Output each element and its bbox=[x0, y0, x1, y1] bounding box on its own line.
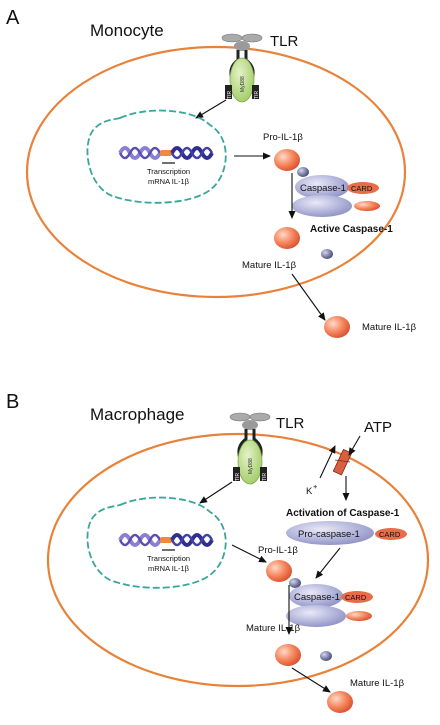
cleaved-prodomain-a bbox=[321, 249, 333, 259]
pro-il1b-label-b: Pro-IL-1β bbox=[258, 545, 298, 556]
dna-helix-b bbox=[118, 533, 214, 551]
panel-a: A Monocyte MyD88 TIR TIR TLR bbox=[6, 7, 417, 338]
myd88-label-b: MyD88 bbox=[248, 458, 254, 474]
mature-il1b-molecule-a bbox=[274, 227, 300, 249]
mrna-label-b: mRNA IL-1β bbox=[148, 564, 190, 573]
secreted-il1b-label-b: Mature IL-1β bbox=[350, 678, 405, 689]
secreted-il1b-label-a: Mature IL-1β bbox=[362, 322, 417, 333]
dna-helix-a bbox=[118, 146, 214, 164]
card-domain-a bbox=[347, 182, 379, 194]
caspase1-label-b: Caspase-1 bbox=[294, 592, 340, 603]
tir-label-b-right: TIR bbox=[262, 473, 268, 481]
pro-il1b-label-a: Pro-IL-1β bbox=[263, 132, 303, 143]
panel-b: B Macrophage MyD88 TIR TIR TLR ATP K + bbox=[6, 391, 430, 713]
macrophage-cell-membrane bbox=[46, 432, 430, 688]
mature-il1b-label-b: Mature IL-1β bbox=[246, 623, 301, 634]
pro-il1b-molecule-b bbox=[266, 560, 292, 582]
panel-b-cell-type: Macrophage bbox=[90, 405, 185, 424]
procaspase-card-domain bbox=[375, 528, 407, 540]
panel-b-letter: B bbox=[6, 391, 19, 413]
arrow-procaspase-to-caspase bbox=[315, 547, 341, 579]
tlr-receptor-b: MyD88 TIR TIR bbox=[229, 412, 271, 485]
caspase1-subunit-bottom-b bbox=[286, 605, 346, 627]
arrow-secretion-b bbox=[291, 667, 331, 693]
p2x7-channel bbox=[332, 448, 353, 476]
arrow-nucleus-to-proil1b-b bbox=[231, 544, 267, 563]
pro-il1b-molecule-a bbox=[274, 149, 300, 171]
card-domain-b bbox=[341, 591, 373, 603]
caspase1-subunit-top-a bbox=[295, 175, 349, 199]
monocyte-cell-membrane bbox=[25, 45, 407, 299]
arrow-tlr-to-nucleus-b bbox=[199, 481, 233, 504]
arrow-tlr-to-nucleus-a bbox=[195, 99, 227, 119]
tir-label-a-left: TIR bbox=[227, 91, 233, 99]
tir-label-a-right: TIR bbox=[254, 91, 260, 99]
myd88-label-a: MyD88 bbox=[240, 76, 246, 92]
nucleus-b bbox=[86, 496, 227, 589]
tlr-label-a: TLR bbox=[270, 33, 299, 50]
tlr-receptor-a: MyD88 TIR TIR bbox=[221, 33, 263, 103]
mature-il1b-label-a: Mature IL-1β bbox=[242, 260, 297, 271]
card-label-a: CARD bbox=[351, 184, 373, 193]
card-fragment-a bbox=[354, 201, 380, 211]
arrow-atp-to-channel bbox=[348, 435, 361, 456]
secreted-il1b-molecule-a bbox=[324, 316, 350, 338]
caspase1-subunit-bottom-a bbox=[292, 195, 352, 217]
active-caspase-label-a: Active Caspase-1 bbox=[310, 224, 393, 235]
caspase1-label-a: Caspase-1 bbox=[300, 183, 346, 194]
myd88-adaptor-b bbox=[237, 439, 263, 485]
procaspase-card-label: CARD bbox=[379, 530, 401, 539]
card-fragment-b bbox=[346, 611, 372, 621]
prodomain-b bbox=[289, 578, 301, 588]
mature-il1b-molecule-b bbox=[275, 644, 301, 666]
mrna-label-a: mRNA IL-1β bbox=[148, 177, 190, 186]
panel-a-cell-type: Monocyte bbox=[90, 21, 164, 40]
panel-a-letter: A bbox=[6, 7, 20, 29]
procaspase1-label: Pro-caspase-1 bbox=[298, 529, 360, 540]
arrow-secretion-a bbox=[291, 273, 326, 321]
arrow-potassium-efflux bbox=[319, 445, 336, 479]
caspase1-subunit-top-b bbox=[289, 584, 343, 608]
card-label-b: CARD bbox=[345, 593, 367, 602]
transcription-label-a: Transcription bbox=[147, 167, 190, 176]
potassium-charge: + bbox=[313, 482, 318, 491]
prodomain-a bbox=[297, 167, 309, 177]
activation-caspase-label: Activation of Caspase-1 bbox=[286, 508, 400, 519]
transcription-label-b: Transcription bbox=[147, 554, 190, 563]
secreted-il1b-molecule-b bbox=[327, 691, 353, 713]
tlr-label-b: TLR bbox=[276, 415, 305, 432]
tir-label-b-left: TIR bbox=[235, 473, 241, 481]
procaspase1-molecule bbox=[286, 521, 374, 545]
cleaved-prodomain-b bbox=[320, 651, 332, 661]
potassium-label: K bbox=[306, 486, 313, 497]
atp-label: ATP bbox=[364, 419, 392, 436]
nucleus-a bbox=[86, 109, 227, 204]
myd88-adaptor-a bbox=[229, 57, 255, 103]
